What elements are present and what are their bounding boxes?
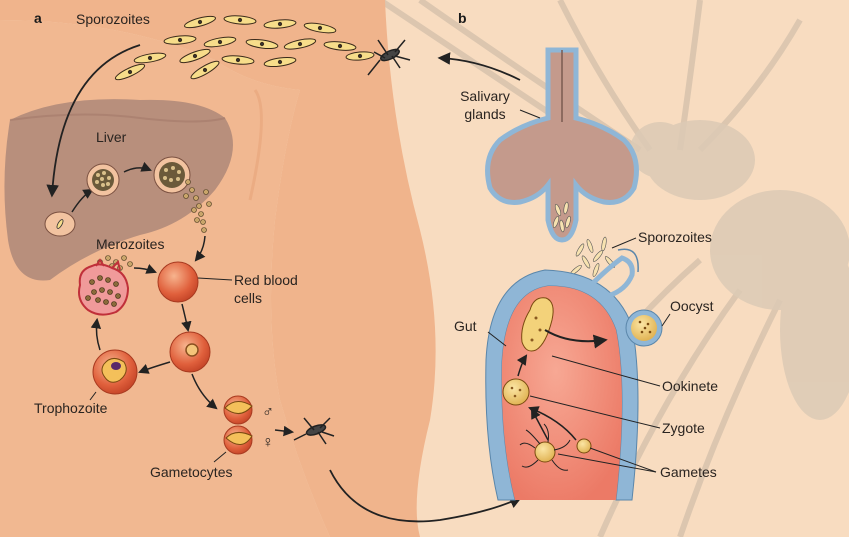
zygote	[502, 378, 530, 406]
panel-label-b: b	[458, 10, 467, 26]
label-trophozoite: Trophozoite	[34, 400, 108, 416]
ookinete	[521, 297, 554, 352]
salivary-glands	[485, 47, 639, 243]
mosquito-icon-top	[367, 39, 411, 76]
mosquito-body	[630, 120, 849, 420]
mosquito-icon-bottom	[293, 417, 335, 445]
human-body-silhouette	[0, 0, 436, 537]
panel-label-a: a	[34, 10, 42, 26]
label-oocyst: Oocyst	[670, 298, 714, 314]
leader-lines	[487, 313, 671, 473]
label-liver: Liver	[96, 129, 127, 145]
label-merozoites: Merozoites	[96, 236, 165, 252]
rbc-schizont-rupture	[78, 258, 130, 316]
label-gametes: Gametes	[660, 464, 717, 480]
label-salivary-glands-2: glands	[464, 106, 506, 122]
trophozoite-cell	[92, 349, 138, 395]
gametocyte-female	[223, 425, 253, 455]
male-symbol: ♂	[262, 404, 274, 421]
label-red-blood-cells-2: cells	[234, 290, 263, 306]
label-gut: Gut	[454, 318, 477, 334]
label-gametocytes: Gametocytes	[150, 464, 233, 480]
red-blood-cell-ring-stage	[169, 331, 211, 373]
oocyst	[625, 309, 663, 347]
liver-schizont	[86, 163, 120, 197]
label-salivary-glands-1: Salivary	[460, 88, 510, 104]
label-red-blood-cells-1: Red blood	[234, 272, 298, 288]
sporozoite-stream	[114, 15, 375, 81]
female-symbol: ♀	[262, 434, 274, 451]
label-line-rbc	[197, 277, 233, 281]
label-sporozoites-b: Sporozoites	[638, 229, 712, 245]
gametes	[519, 423, 592, 471]
liver-cell-infected	[44, 211, 76, 237]
label-ookinete: Ookinete	[662, 378, 719, 394]
sporozoites-migrating	[570, 236, 616, 277]
gametocyte-male	[223, 395, 253, 425]
label-sporozoites-a: Sporozoites	[76, 11, 150, 27]
liver-schizont-rupturing	[153, 156, 212, 233]
red-blood-cell	[157, 261, 199, 303]
label-zygote: Zygote	[662, 420, 705, 436]
